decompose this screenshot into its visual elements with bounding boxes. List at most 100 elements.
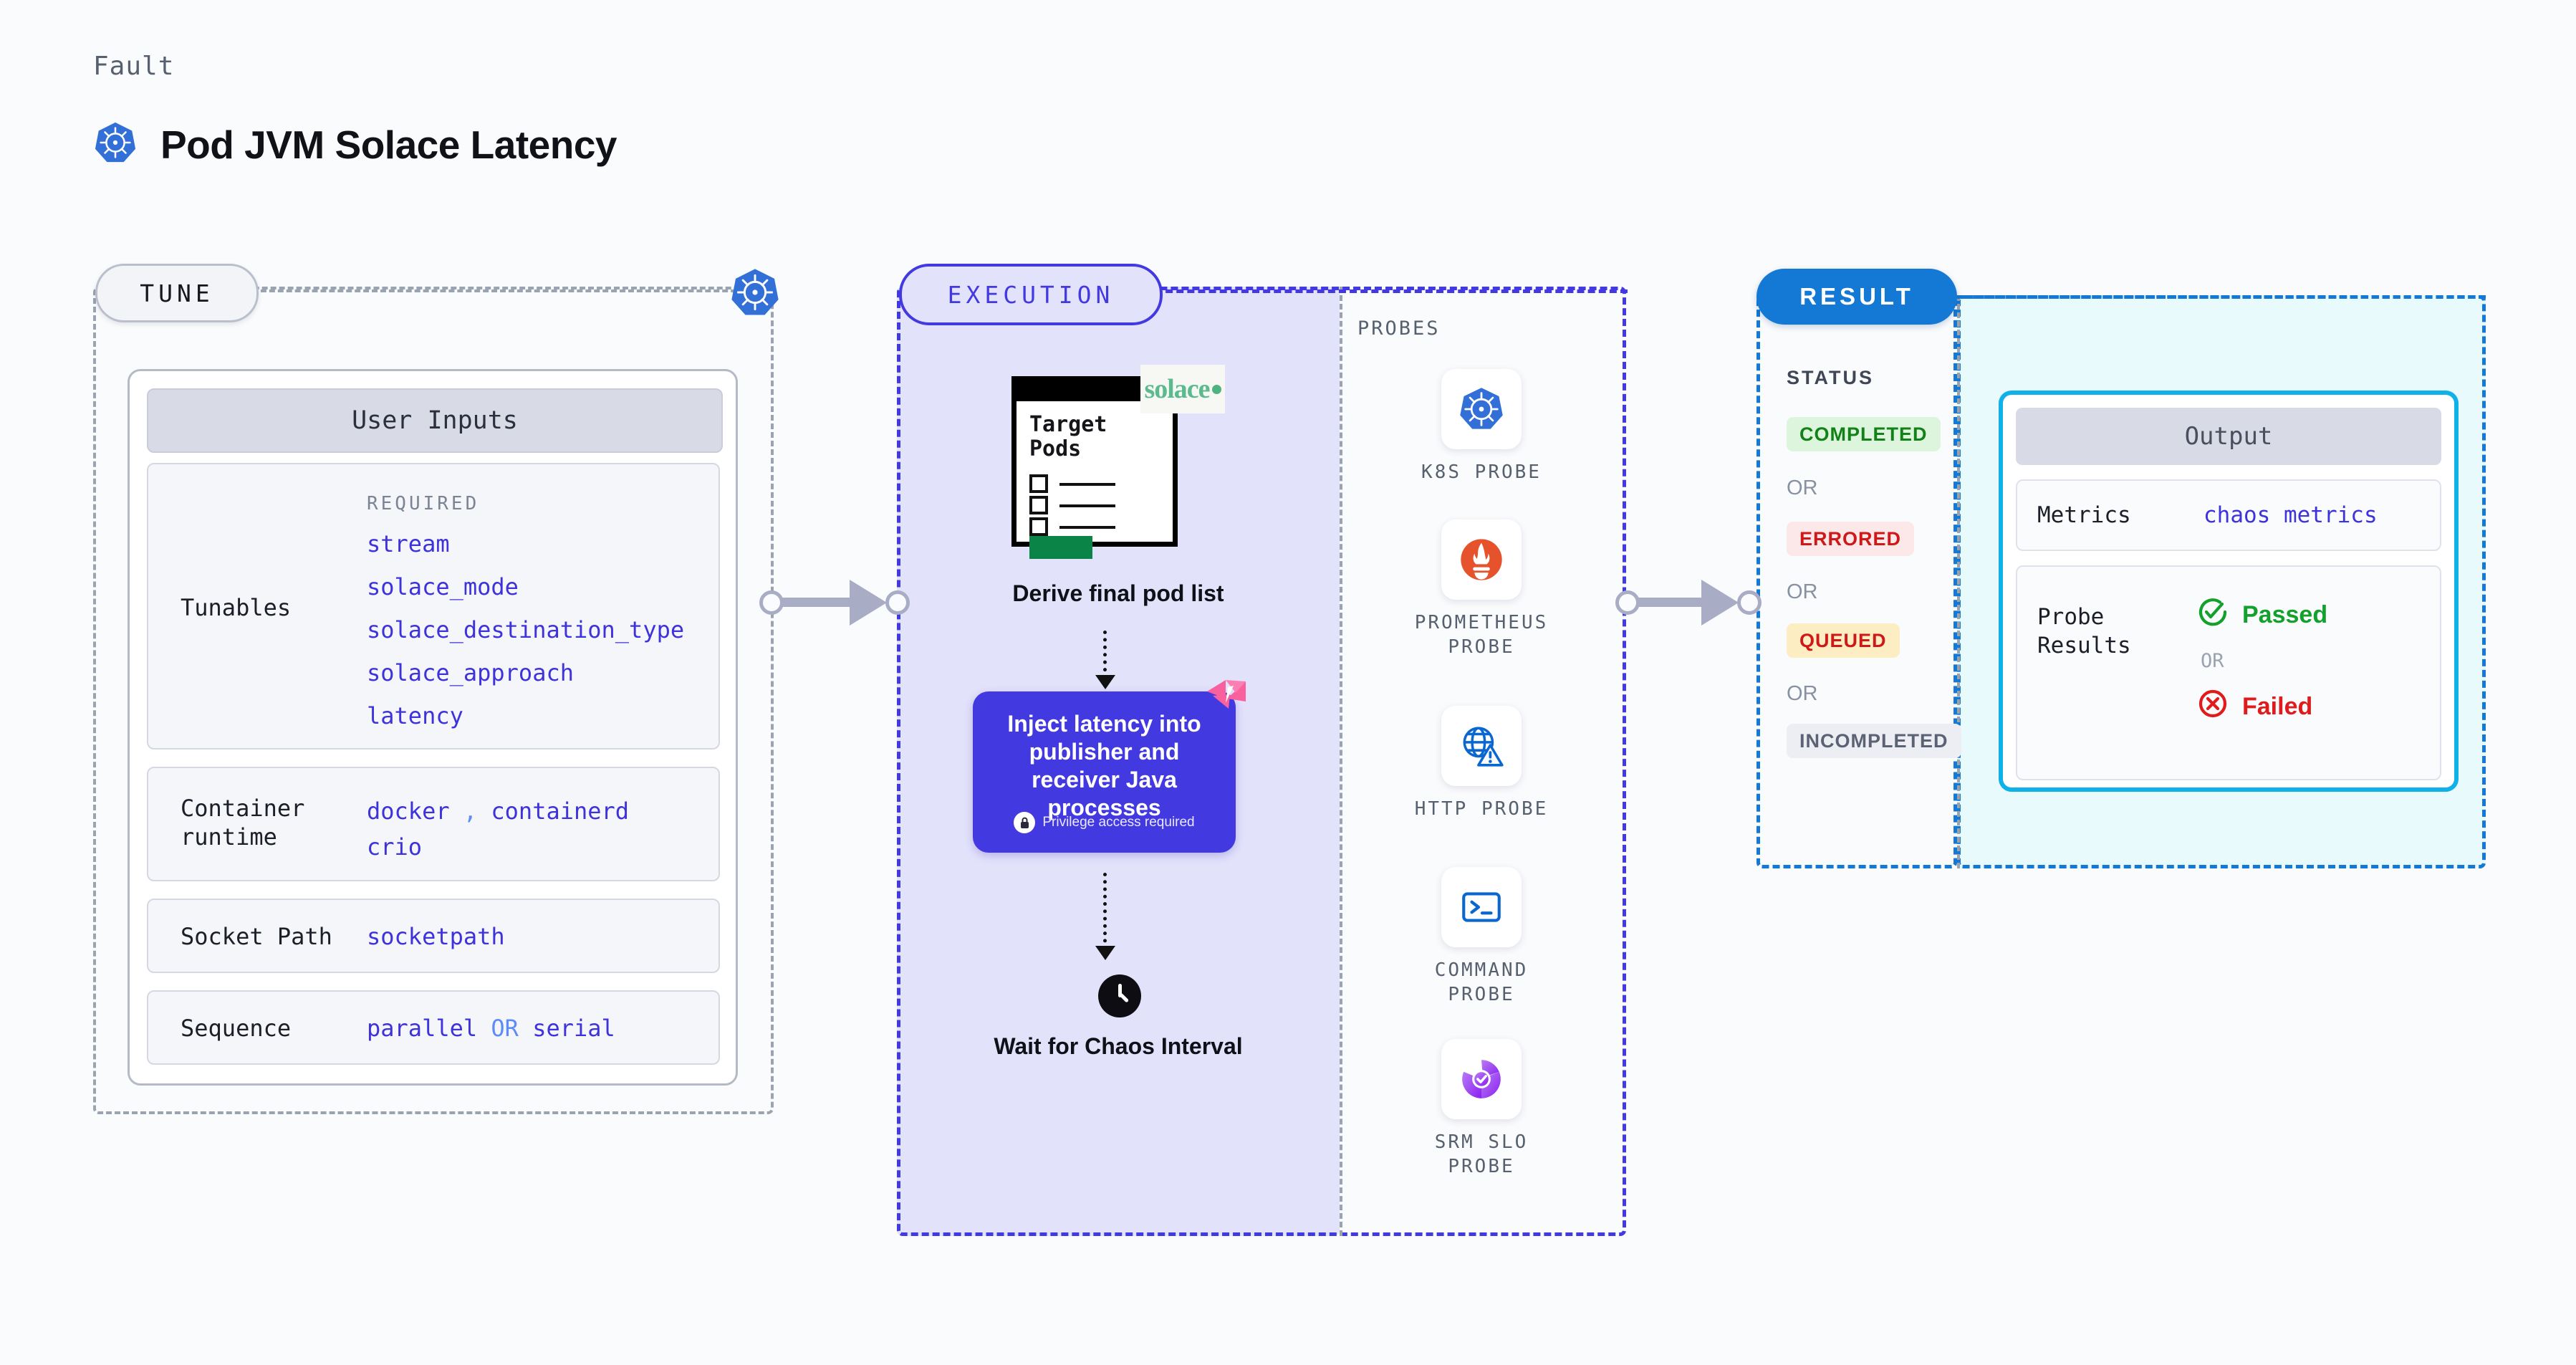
execution-panel (897, 287, 1626, 1236)
arrow-derive-to-inject (1095, 631, 1115, 689)
srm-slo-donut-check-icon (1441, 1039, 1522, 1119)
arrow-inject-to-wait (1095, 873, 1115, 960)
tunables-row: Tunables REQUIRED stream solace_mode sol… (147, 463, 720, 749)
metrics-label: Metrics (2037, 502, 2131, 528)
kubernetes-icon (729, 267, 781, 318)
inject-latency-text: Inject latency into publisher and receiv… (1007, 711, 1201, 821)
privilege-note-label: Privilege access required (1042, 815, 1195, 830)
tunables-values: REQUIRED stream solace_mode solace_desti… (367, 493, 684, 729)
metrics-row: Metrics chaos metrics (2016, 479, 2441, 551)
execution-dashed-connector (1155, 289, 1628, 293)
sequence-row: Sequence parallel OR serial (147, 990, 720, 1065)
runtime-crio[interactable]: crio (367, 833, 423, 861)
page-title: Pod JVM Solace Latency (160, 122, 617, 167)
sequence-parallel[interactable]: parallel (367, 1015, 478, 1042)
probe-command[interactable]: COMMAND PROBE (1410, 867, 1553, 1007)
lock-icon (1014, 812, 1036, 833)
kubernetes-icon (93, 120, 138, 168)
probe-result-passed: Passed (2196, 595, 2327, 635)
probe-http[interactable]: HTTP PROBE (1410, 706, 1553, 822)
status-badge-queued: QUEUED (1787, 623, 1900, 658)
tunable-solace-approach[interactable]: solace_approach (367, 659, 574, 686)
status-badge-completed: COMPLETED (1787, 417, 1941, 451)
status-or-1: OR (1787, 476, 1818, 499)
probe-srm-slo[interactable]: SRM SLO PROBE (1410, 1039, 1553, 1179)
http-globe-warning-icon (1441, 706, 1522, 786)
passed-label: Passed (2242, 601, 2328, 628)
connector-execution-to-result (1615, 566, 1766, 638)
wait-for-chaos-interval-label: Wait for Chaos Interval (994, 1033, 1243, 1059)
runtime-containerd[interactable]: containerd (491, 798, 630, 825)
tunable-latency[interactable]: latency (367, 702, 463, 729)
probe-label: SRM SLO PROBE (1434, 1131, 1529, 1177)
derive-pod-list-label: Derive final pod list (1012, 580, 1224, 606)
status-badge-errored: ERRORED (1787, 522, 1915, 556)
output-title: Output (2184, 422, 2273, 451)
socket-path-row: Socket Path socketpath (147, 899, 720, 973)
probe-prometheus[interactable]: PROMETHEUS PROBE (1410, 519, 1553, 660)
runtime-docker[interactable]: docker (367, 798, 450, 825)
privilege-note: Privilege access required (973, 812, 1236, 833)
probe-label: COMMAND PROBE (1434, 959, 1529, 1005)
tunable-solace-destination-type[interactable]: solace_destination_type (367, 616, 685, 643)
container-runtime-values: docker , containerd crio (367, 794, 629, 865)
result-badge[interactable]: RESULT (1756, 269, 1957, 325)
status-title: STATUS (1787, 367, 1874, 388)
terminal-icon (1441, 867, 1522, 947)
kubernetes-icon (1441, 369, 1522, 449)
tune-badge-label: TUNE (140, 279, 214, 307)
tune-dashed-connector (252, 289, 754, 292)
probe-k8s[interactable]: K8S PROBE (1410, 369, 1553, 485)
ribbon-icon (1204, 677, 1249, 720)
failed-label: Failed (2242, 693, 2313, 720)
fault-eyebrow-label: Fault (93, 52, 175, 81)
socket-path-value[interactable]: socketpath (367, 923, 505, 950)
probe-results-or: OR (2201, 650, 2224, 672)
solace-logo: solace (1140, 365, 1225, 413)
tunables-label: Tunables (181, 594, 292, 621)
execution-probes-divider (1340, 287, 1342, 1236)
output-header: Output (2016, 408, 2441, 465)
prometheus-icon (1441, 519, 1522, 600)
probes-title: PROBES (1357, 317, 1441, 340)
status-badge-incompleted: INCOMPLETED (1787, 724, 1961, 758)
probe-result-failed: Failed (2196, 687, 2312, 727)
status-or-2: OR (1787, 580, 1818, 603)
result-output-divider (1957, 295, 1960, 868)
tunable-solace-mode[interactable]: solace_mode (367, 573, 519, 600)
sequence-label: Sequence (181, 1015, 292, 1042)
tune-badge[interactable]: TUNE (95, 264, 259, 322)
execution-badge-label: EXECUTION (947, 280, 1115, 309)
page-title-row: Pod JVM Solace Latency (93, 120, 617, 168)
result-dashed-connector (1956, 295, 2486, 299)
user-inputs-title: User Inputs (352, 406, 518, 435)
user-inputs-card: User Inputs Tunables REQUIRED stream sol… (128, 369, 738, 1086)
check-circle-icon (2196, 595, 2229, 635)
sequence-values: parallel OR serial (367, 1015, 615, 1042)
x-circle-icon (2196, 687, 2229, 727)
required-label: REQUIRED (367, 493, 480, 514)
sequence-or: OR (491, 1015, 519, 1042)
runtime-separator: , (463, 798, 478, 825)
tunable-stream[interactable]: stream (367, 530, 450, 557)
inject-latency-card[interactable]: Inject latency into publisher and receiv… (973, 680, 1246, 853)
probe-label: PROMETHEUS PROBE (1414, 612, 1549, 658)
socket-path-label: Socket Path (181, 923, 332, 950)
result-panel (1756, 295, 1957, 868)
user-inputs-header: User Inputs (147, 388, 723, 453)
probe-label: K8S PROBE (1421, 461, 1542, 483)
probe-label: HTTP PROBE (1414, 798, 1549, 820)
metrics-value[interactable]: chaos metrics (2203, 502, 2378, 528)
connector-tune-to-execution (759, 566, 910, 638)
result-badge-label: RESULT (1799, 283, 1914, 310)
clock-icon (1098, 974, 1141, 1017)
sequence-serial[interactable]: serial (532, 1015, 615, 1042)
status-or-3: OR (1787, 682, 1818, 705)
execution-badge[interactable]: EXECUTION (899, 264, 1163, 325)
